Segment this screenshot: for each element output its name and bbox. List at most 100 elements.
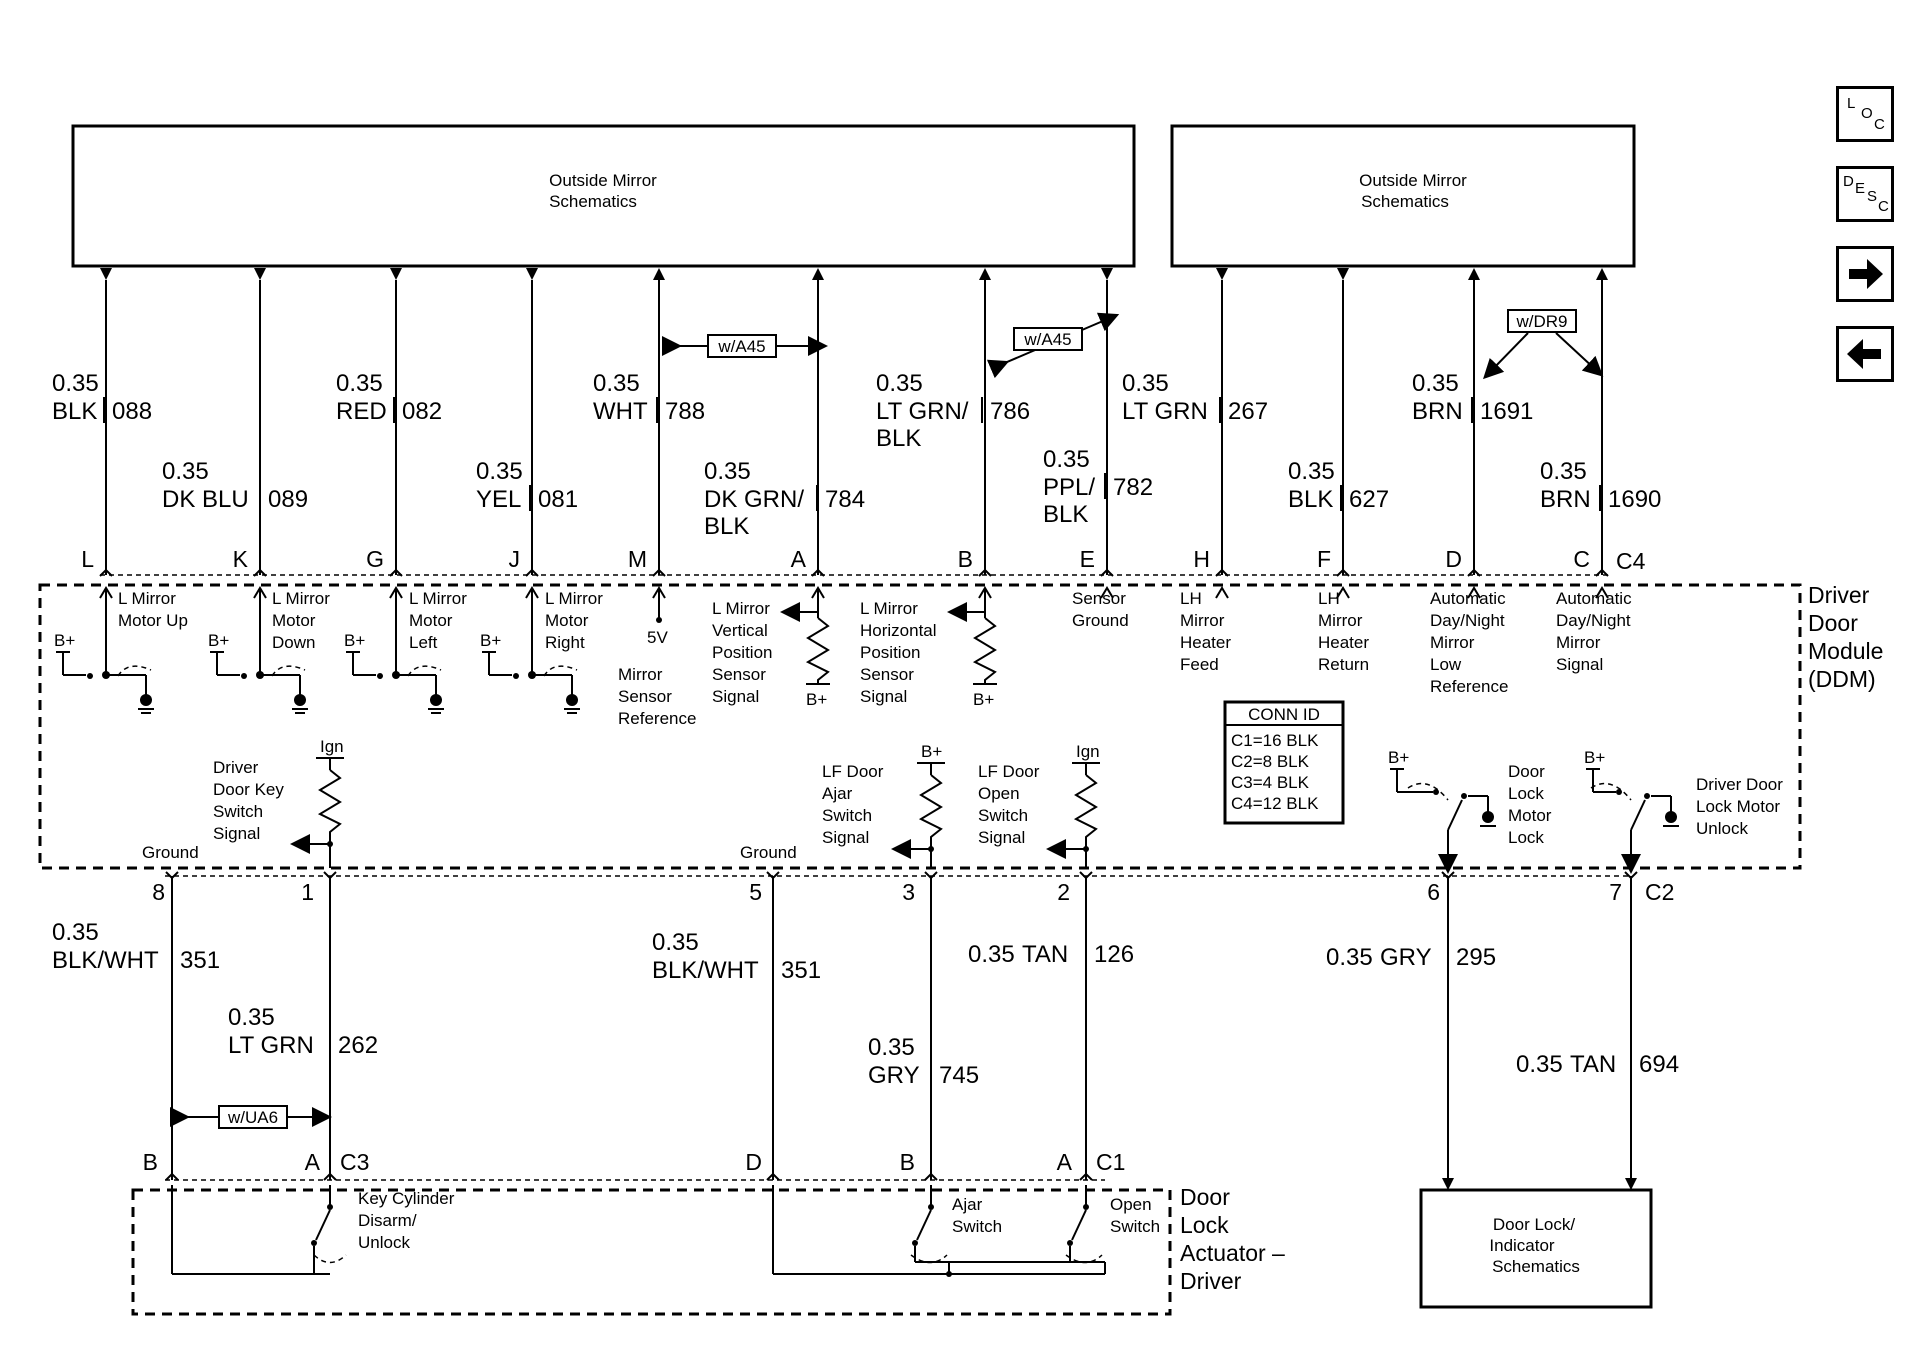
wire-gauge: 0.35 [1122,370,1169,397]
pin-label: D [1445,546,1462,572]
arrow-down-icon [526,268,538,280]
pin-label: B [958,546,973,572]
open-label-3: Signal [978,828,1025,847]
wire-color-2: BLK [704,513,749,540]
pullup-resistor-2: Ign [1046,742,1100,868]
supply-label: Ign [1076,742,1100,761]
function-label-10-1: Day/Night [1430,611,1505,630]
loc-button[interactable]: L O C [1836,86,1894,142]
lock-label-0: Door [1508,762,1545,781]
connector-chevron-icon [1336,586,1350,599]
next-arrow-icon [1849,259,1883,289]
wire-gauge: 0.35 [868,1034,915,1061]
door-lock-indicator-schematics-box[interactable] [1419,1188,1653,1309]
function-label-10-4: Reference [1430,677,1508,696]
wire-color: BLK [1288,486,1333,513]
wire-circuit: 081 [538,486,578,513]
option-dr9-label: w/DR9 [1515,312,1567,331]
wire-gauge: 0.35 [1326,944,1373,971]
function-label-9-0: LH [1318,589,1340,608]
arrow-up-icon [812,268,824,280]
key-switch-label-3: Signal [213,824,260,843]
connector-c4: C4 [1616,548,1646,574]
connector-chevron-icon [766,1172,780,1181]
five-v-label: 5V [647,628,668,647]
actuator-switches: Key CylinderDisarm/UnlockAjarSwitchOpenS… [171,1185,1160,1277]
connector-chevron-icon [1079,1172,1093,1181]
function-label-2-0: L Mirror [409,589,467,608]
ground-label-2: Ground [740,843,797,862]
ground-icon [566,694,578,706]
arrow-down-icon [390,268,402,280]
arrow-down-icon [1442,1178,1454,1190]
wire-circuit: 745 [939,1062,979,1089]
arrow-up-icon [1596,268,1608,280]
prev-button[interactable] [1836,326,1894,382]
bplus-label: B+ [973,690,994,709]
function-label-5-1: Vertical [712,621,768,640]
next-button[interactable] [1836,246,1894,302]
function-label-5-2: Position [712,643,772,662]
option-a45-vertical: w/A45 [662,334,828,358]
end-pin-label: B [900,1149,915,1175]
desc-button[interactable]: D E S C [1836,166,1894,222]
supply-label: Ign [320,737,344,756]
connector-chevron-icon [1215,568,1229,577]
conn-id-row-1: C1=16 BLK [1231,731,1319,750]
function-label-8-1: Mirror [1180,611,1225,630]
wire-circuit: 351 [781,957,821,984]
pin-label: C [1573,546,1590,572]
actuator-label-3: Actuator – [1180,1240,1285,1266]
wire-color-2: BLK [876,425,921,452]
ajar-sw-label-0: Ajar [952,1195,983,1214]
end-pin-label: B [143,1149,158,1175]
unlock-label-0: Driver Door [1696,775,1783,794]
key-switch-label-0: Driver [213,758,259,777]
ddm-label-4: (DDM) [1808,666,1876,692]
ddm-module-outline [38,583,1802,870]
ground-icon [294,694,306,706]
position-sensor-1: B+ [947,586,997,709]
open-label-1: Open [978,784,1020,803]
connector-chevron-icon [1441,871,1455,880]
function-label-3-2: Right [545,633,585,652]
wire-color: RED [336,398,387,425]
outside-mirror-schematics-box-right[interactable] [1170,124,1636,268]
ajar-label-2: Switch [822,806,872,825]
wire-gauge: 0.35 [968,941,1015,968]
wire-color: LT GRN [1122,398,1208,425]
arrow-down-icon [1101,268,1113,280]
outside-mirror-schematics-box-left[interactable] [71,124,1136,268]
function-label-3-0: L Mirror [545,589,603,608]
resistor-icon [317,769,342,868]
ground-icon [430,694,442,706]
connector-chevron-icon [1100,568,1114,577]
option-a45-label-2: w/A45 [1023,330,1071,349]
wire-gauge: 0.35 [1516,1051,1563,1078]
wire-color: TAN [1022,941,1068,968]
wire-color: GRY [868,1062,920,1089]
wire-gauge: 0.35 [652,929,699,956]
